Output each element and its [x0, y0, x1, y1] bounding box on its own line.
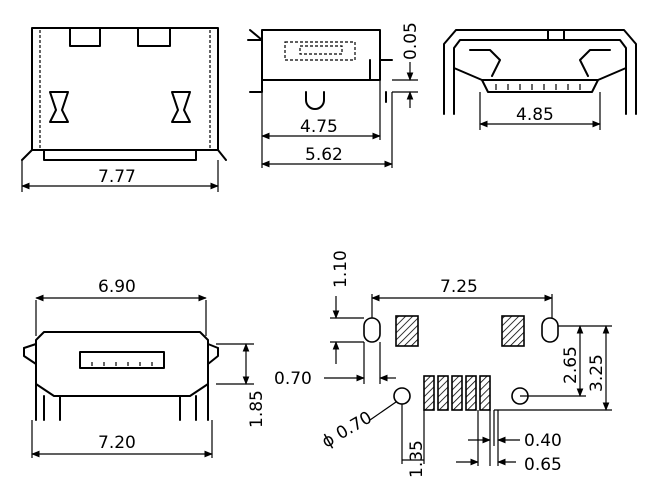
dim-side-offset: 0.05	[401, 22, 421, 60]
dim-pcb-v2: 2.65	[561, 346, 581, 384]
dim-front-width: 7.77	[98, 167, 136, 187]
dim-pcb-v1: 1.10	[331, 250, 351, 288]
front-view: 7.77	[21, 27, 227, 192]
front-body	[31, 27, 219, 151]
dim-pcb-h1: 0.70	[274, 369, 312, 389]
dim-pcb-width: 7.25	[440, 277, 478, 297]
pcb-pad-left	[395, 315, 419, 347]
dim-pcb-pad-pitch: 0.65	[524, 455, 562, 475]
pcb-footprint: 7.25 1.10 0.70 ϕ 0.70	[274, 250, 612, 478]
front-slot-right	[171, 91, 191, 123]
pcb-oval-left	[363, 317, 381, 343]
dim-pcb-hole: ϕ 0.70	[319, 408, 376, 453]
dim-rear-width: 4.85	[516, 105, 554, 125]
front-slot-left	[49, 91, 69, 123]
bottom-left-view: 6.90 7.20 1.85	[23, 277, 267, 458]
pcb-oval-right	[541, 317, 559, 343]
dim-bottom-top-width: 6.90	[98, 277, 136, 297]
bottom-port	[79, 351, 165, 369]
dim-side-body: 4.75	[300, 117, 338, 137]
dim-side-total: 5.62	[305, 145, 343, 165]
dim-pcb-pitch: 1.35	[407, 440, 427, 478]
dim-pcb-v3: 3.25	[587, 354, 607, 392]
pcb-signal-pads	[423, 375, 491, 411]
dim-pcb-pad-width: 0.40	[524, 431, 562, 451]
side-view: 4.75 5.62 0.05	[247, 22, 421, 168]
pcb-pad-right	[501, 315, 525, 347]
rear-view: 4.85	[443, 29, 637, 130]
dim-bottom-height: 1.85	[247, 390, 267, 428]
dim-bottom-width: 7.20	[98, 433, 136, 453]
pcb-hole-left	[393, 387, 411, 405]
